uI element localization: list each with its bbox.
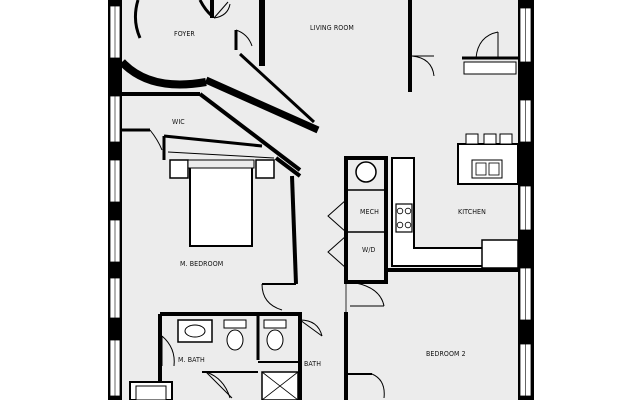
exterior-wall-left xyxy=(108,0,122,400)
label-kitchen: KITCHEN xyxy=(458,208,486,216)
bath-fixtures xyxy=(129,319,299,400)
closet-wall xyxy=(234,0,265,66)
wic-walls xyxy=(122,92,302,172)
living-room-walls xyxy=(408,0,518,92)
master-bedroom-door[interactable] xyxy=(261,283,296,311)
bedroom2-door[interactable] xyxy=(345,281,385,312)
foyer-door[interactable] xyxy=(213,1,231,19)
label-bedroom-2: BEDROOM 2 xyxy=(426,350,466,358)
label-foyer: FOYER xyxy=(174,30,195,38)
label-m-bath: M. BATH xyxy=(178,356,205,364)
label-m-bedroom: M. BEDROOM xyxy=(180,260,223,268)
exterior-wall-right xyxy=(518,0,534,400)
label-mech: MECH xyxy=(360,208,379,216)
label-wd: W/D xyxy=(362,246,376,254)
outer-edge-left xyxy=(100,0,108,400)
bath-doors[interactable] xyxy=(161,319,323,399)
label-living-room: LIVING ROOM xyxy=(310,24,354,32)
label-wic: WIC xyxy=(172,118,185,126)
label-bath: BATH xyxy=(304,360,321,368)
master-bedroom-walls xyxy=(162,134,302,285)
foyer-walls xyxy=(119,0,214,89)
bed xyxy=(169,159,275,247)
diagonal-wall xyxy=(204,52,320,134)
